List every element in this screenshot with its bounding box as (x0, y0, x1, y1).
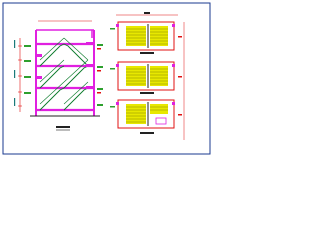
plans-axis-marks (178, 36, 182, 116)
cad-drawing-frame (0, 0, 213, 157)
section-title-mark (56, 126, 70, 128)
dimension-ticks-left (18, 45, 22, 107)
stair-flights (39, 43, 89, 111)
plan-1-column (116, 24, 119, 27)
stair-handrails (39, 37, 89, 105)
plan-3-column-2 (172, 102, 175, 105)
floor-label-marks-left (24, 45, 31, 94)
plan-1-column-2 (172, 24, 175, 27)
plan-3-flight-b (150, 104, 168, 114)
drawing-border (2, 2, 211, 155)
plan-2-column (116, 64, 119, 67)
plans-dimension-text (144, 12, 150, 14)
stair-plan-1 (116, 21, 175, 54)
roof-outline (36, 29, 94, 38)
stair-landings (36, 42, 94, 89)
floor-slabs (36, 42, 94, 112)
plan-2-walls (117, 61, 175, 91)
level-marks-right (97, 48, 101, 94)
plan-2-title (140, 92, 154, 94)
plan-1-title (140, 52, 154, 54)
plans-level-marks (110, 28, 115, 108)
plan-3-column (116, 102, 119, 105)
stair-plan-2 (116, 61, 175, 94)
vertical-text-left (14, 40, 16, 106)
plan-3-door (155, 117, 167, 125)
stair-plans (110, 12, 185, 140)
plan-3-title (140, 132, 154, 134)
plan-2-column-2 (172, 64, 175, 67)
cad-drawing-canvas (2, 2, 211, 155)
stair-plan-3 (116, 99, 175, 134)
plan-1-walls (117, 21, 175, 51)
plan-3-walls (117, 99, 175, 129)
floor-label-marks-right (97, 44, 103, 106)
stair-section-elevation (14, 20, 103, 131)
